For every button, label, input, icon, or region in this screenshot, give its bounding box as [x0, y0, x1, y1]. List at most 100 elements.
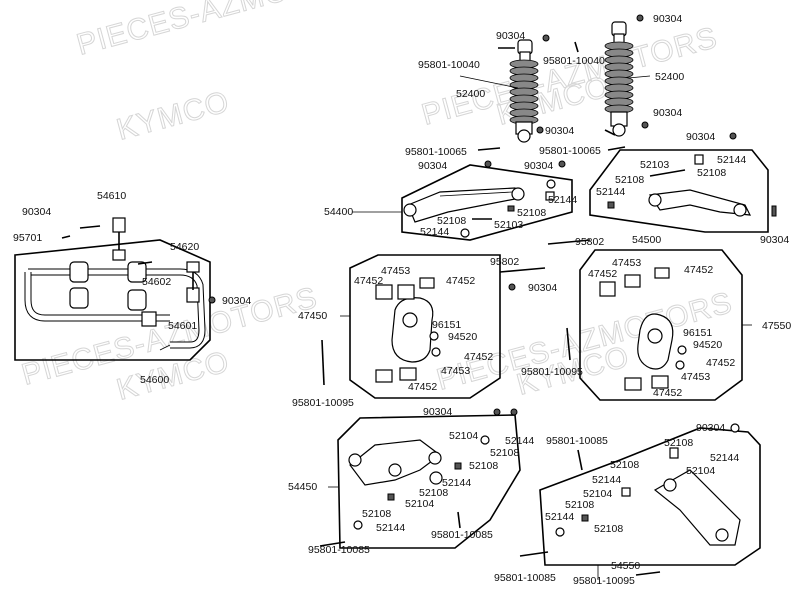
part-label: 52108 [594, 523, 623, 535]
part-label: 52104 [405, 498, 434, 510]
stabilizer-links [61, 217, 216, 304]
part-label: 52144 [592, 474, 621, 486]
part-label: 52108 [437, 215, 466, 227]
shock-spring-right [604, 41, 634, 114]
part-label: 54600 [140, 374, 169, 386]
part-label: 52108 [565, 499, 594, 511]
part-label: 90304 [760, 234, 789, 246]
upper-a-arm-right [607, 154, 777, 217]
part-label: 52108 [362, 508, 391, 520]
part-label: 52104 [686, 465, 715, 477]
part-label: 52108 [664, 437, 693, 449]
upper-arm-left-frame [401, 164, 573, 241]
part-label: 47453 [612, 257, 641, 269]
shock-bolts [477, 14, 737, 168]
part-label: 52104 [449, 430, 478, 442]
knuckle-left [375, 277, 441, 383]
part-label: 52144 [545, 511, 574, 523]
part-label: 96151 [683, 327, 712, 339]
part-label: 94520 [693, 339, 722, 351]
part-label: 52108 [615, 174, 644, 186]
part-label: 95801-10085 [431, 529, 493, 541]
part-label: 52104 [583, 488, 612, 500]
part-label: 47452 [653, 387, 682, 399]
stabilizer-bar [24, 261, 206, 349]
part-label: 47453 [381, 265, 410, 277]
part-label: 95801-10085 [494, 572, 556, 584]
part-label: 54400 [324, 206, 353, 218]
part-label: 52400 [456, 88, 485, 100]
bolt-95802-b [499, 267, 546, 273]
part-label: 52144 [710, 452, 739, 464]
part-label: 52108 [610, 459, 639, 471]
part-label: 90304 [222, 295, 251, 307]
part-label: 54602 [142, 276, 171, 288]
watermark: KYMCO [113, 85, 233, 147]
part-label: 90304 [418, 160, 447, 172]
part-label: 52144 [376, 522, 405, 534]
leader-lines [159, 75, 752, 580]
lower-a-arm-right [519, 423, 741, 576]
lower-arm-left-frame [337, 414, 521, 549]
part-label: 52108 [469, 460, 498, 472]
knuckle-left-bolt [321, 339, 325, 386]
part-label: 52144 [717, 154, 746, 166]
knuckle-right-bolt [566, 327, 571, 361]
part-label: 47453 [441, 365, 470, 377]
part-label: 90304 [686, 131, 715, 143]
upper-a-arm-left [403, 179, 556, 238]
part-label: 47452 [706, 357, 735, 369]
part-label: 95801-10065 [539, 145, 601, 157]
part-label: 54610 [97, 190, 126, 202]
part-label: 90304 [496, 30, 525, 42]
part-label: 52144 [442, 477, 471, 489]
shock-absorber-left [509, 39, 539, 143]
part-label: 54450 [288, 481, 317, 493]
part-label: 95801-10040 [418, 59, 480, 71]
part-label: 47452 [354, 275, 383, 287]
part-label: 54550 [611, 560, 640, 572]
part-label: 47453 [681, 371, 710, 383]
part-label: 52144 [505, 435, 534, 447]
part-label: 90304 [22, 206, 51, 218]
lower-arm-right-frame [539, 427, 761, 566]
part-label: 95701 [13, 232, 42, 244]
part-label: 52144 [420, 226, 449, 238]
part-label: 95801-10085 [546, 435, 608, 447]
part-label: 90304 [653, 107, 682, 119]
part-label: 90304 [423, 406, 452, 418]
knuckle-left-frame [349, 254, 501, 399]
part-label: 52108 [697, 167, 726, 179]
stabilizer-frame [14, 239, 211, 361]
part-label: 96151 [432, 319, 461, 331]
part-label: 95802 [575, 236, 604, 248]
part-label: 52108 [490, 447, 519, 459]
part-label: 95802 [490, 256, 519, 268]
knuckle-right-frame [579, 249, 743, 401]
part-label: 47452 [408, 381, 437, 393]
part-label: 52144 [596, 186, 625, 198]
part-label: 54620 [170, 241, 199, 253]
part-label: 52108 [419, 487, 448, 499]
part-label: 47452 [464, 351, 493, 363]
part-label: 47452 [446, 275, 475, 287]
part-label: 52103 [494, 219, 523, 231]
part-label: 54601 [168, 320, 197, 332]
part-label: 47550 [762, 320, 791, 332]
part-label: 95801-10095 [292, 397, 354, 409]
watermark: PIECES-AZMOTORS [73, 0, 376, 62]
part-label: 90304 [524, 160, 553, 172]
part-label: 52108 [517, 207, 546, 219]
part-label: 47452 [684, 264, 713, 276]
part-label: 95801-10040 [543, 55, 605, 67]
part-label: 90304 [696, 422, 725, 434]
shock-absorber-right [604, 21, 634, 137]
part-label: 95801-10085 [308, 544, 370, 556]
part-label: 52144 [548, 194, 577, 206]
bolt-95802-a [547, 239, 591, 245]
part-label: 52400 [655, 71, 684, 83]
part-label: 90304 [545, 125, 574, 137]
part-label: 95801-10095 [573, 575, 635, 587]
